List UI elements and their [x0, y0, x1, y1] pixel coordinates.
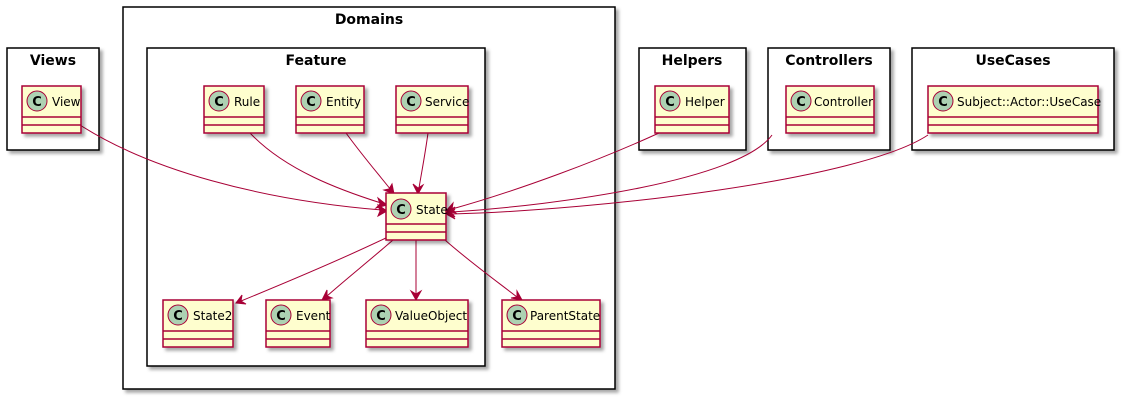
edge-state-to-state2	[240, 236, 389, 302]
class-name-service: Service	[425, 95, 469, 109]
class-icon-letter: C	[306, 95, 316, 110]
package-feature-title: Feature	[286, 53, 347, 69]
arrow-state-to-valueobject	[409, 289, 423, 302]
package-usecases-title: UseCases	[975, 53, 1050, 69]
arrow-state-to-event	[321, 289, 334, 301]
class-name-state2: State2	[193, 309, 232, 323]
class-icon	[370, 304, 392, 326]
class-icon-letter: C	[396, 203, 406, 218]
class-helper[interactable]: C Helper	[654, 85, 730, 134]
class-parentstate[interactable]: C ParentState	[501, 299, 601, 348]
package-helpers-title: Helpers	[662, 53, 723, 69]
classes: C View C Rule C Entity C Service	[21, 85, 1101, 348]
class-icon	[390, 198, 412, 220]
arrow-service-to-state	[412, 183, 425, 196]
class-state[interactable]: C State	[385, 192, 448, 241]
class-icon-letter: C	[406, 95, 416, 110]
class-valueobject[interactable]: C ValueObject	[365, 299, 469, 348]
class-state2[interactable]: C State2	[162, 299, 234, 348]
class-name-event: Event	[296, 309, 331, 323]
class-name-helper: Helper	[685, 95, 725, 109]
class-rule[interactable]: C Rule	[203, 85, 265, 134]
arrow-state-to-state2	[235, 294, 247, 305]
edge-view-to-state	[79, 124, 383, 211]
class-icon-letter: C	[276, 309, 286, 324]
class-icon-letter: C	[938, 95, 948, 110]
class-name-rule: Rule	[234, 95, 260, 109]
class-icon-letter: C	[173, 309, 183, 324]
class-icon	[167, 304, 189, 326]
class-icon	[659, 90, 681, 112]
class-icon	[270, 304, 292, 326]
class-icon	[506, 304, 528, 326]
edge-entity-to-state	[345, 132, 392, 191]
class-icon-letter: C	[214, 95, 224, 110]
class-name-parentstate: ParentState	[530, 309, 600, 323]
class-name-view: View	[52, 95, 81, 109]
edge-rule-to-state	[249, 132, 382, 204]
class-icon-letter: C	[796, 95, 806, 110]
class-icon	[790, 90, 812, 112]
class-icon-letter: C	[512, 309, 522, 324]
class-icon	[400, 90, 422, 112]
class-service[interactable]: C Service	[395, 85, 469, 134]
class-name-usecase: Subject::Actor::UseCase	[957, 95, 1101, 109]
package-views-title: Views	[30, 53, 76, 69]
arrow-rule-to-state	[374, 196, 389, 209]
class-icon	[208, 90, 230, 112]
class-controller[interactable]: C Controller	[785, 85, 875, 134]
class-icon	[300, 90, 322, 112]
class-icon-letter: C	[376, 309, 386, 324]
arrow-entity-to-state	[382, 182, 395, 195]
class-name-valueobject: ValueObject	[395, 309, 467, 323]
class-event[interactable]: C Event	[265, 299, 331, 348]
package-domains-title: Domains	[335, 12, 403, 28]
class-icon-letter: C	[665, 95, 675, 110]
edge-controller-to-state	[451, 134, 773, 213]
class-name-state: State	[416, 203, 448, 217]
package-controllers-title: Controllers	[785, 53, 872, 69]
edge-usecase-to-state	[451, 134, 929, 215]
edge-service-to-state	[418, 132, 429, 189]
class-icon	[26, 90, 48, 112]
class-usecase[interactable]: C Subject::Actor::UseCase	[927, 85, 1101, 134]
class-name-controller: Controller	[814, 95, 873, 109]
class-name-entity: Entity	[326, 95, 361, 109]
arrow-state-to-parentstate	[510, 289, 523, 301]
edge-state-to-event	[326, 239, 394, 297]
arrow-usecase-to-state	[444, 208, 456, 220]
edges	[79, 124, 929, 305]
class-entity[interactable]: C Entity	[295, 85, 365, 134]
edge-state-to-parentstate	[444, 239, 518, 298]
class-icon-letter: C	[32, 95, 42, 110]
edge-helper-to-state	[451, 132, 660, 210]
class-view[interactable]: C View	[21, 85, 82, 134]
class-icon	[932, 90, 954, 112]
